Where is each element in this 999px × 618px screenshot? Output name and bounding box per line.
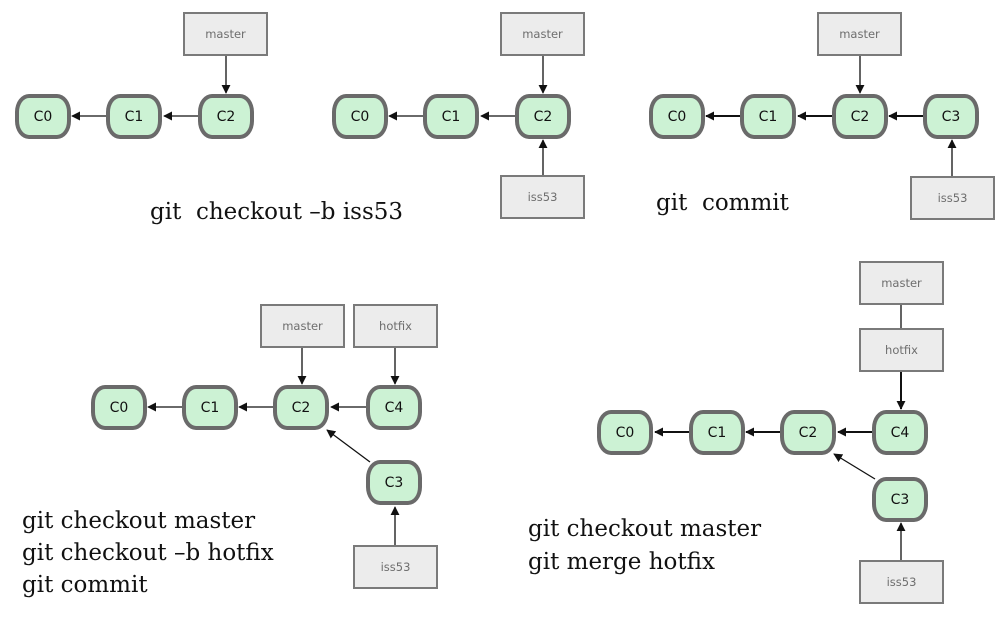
commit-node-c2: C2 xyxy=(515,94,571,139)
commit-node-c1: C1 xyxy=(423,94,479,139)
branch-ref-hotfix: hotfix xyxy=(859,328,944,372)
parent-arrow-c3-c2 xyxy=(833,453,876,480)
command-caption-line-1: git checkout master xyxy=(528,516,762,542)
command-caption-line-1: git checkout master xyxy=(22,508,256,534)
commit-node-c1: C1 xyxy=(106,94,162,139)
branch-ref-master: master xyxy=(183,12,268,56)
branch-ref-master: master xyxy=(260,304,345,348)
commit-node-c3: C3 xyxy=(872,477,928,522)
command-caption: git commit xyxy=(656,190,789,216)
commit-node-c0: C0 xyxy=(597,410,653,455)
branch-ref-master: master xyxy=(500,12,585,56)
commit-node-c0: C0 xyxy=(649,94,705,139)
branch-ref-iss53: iss53 xyxy=(859,560,944,604)
parent-arrow-c3-c2 xyxy=(326,429,371,463)
commit-node-c2: C2 xyxy=(273,385,329,430)
commit-node-c0: C0 xyxy=(91,385,147,430)
command-caption-line-2: git merge hotfix xyxy=(528,549,715,575)
commit-node-c1: C1 xyxy=(182,385,238,430)
commit-node-c3: C3 xyxy=(923,94,979,139)
branch-ref-hotfix: hotfix xyxy=(353,304,438,348)
command-caption-line-3: git commit xyxy=(22,572,148,598)
branch-ref-master: master xyxy=(817,12,902,56)
commit-node-c2: C2 xyxy=(780,410,836,455)
commit-node-c4: C4 xyxy=(872,410,928,455)
command-caption-line-2: git checkout –b hotfix xyxy=(22,540,274,566)
commit-node-c2: C2 xyxy=(198,94,254,139)
commit-node-c2: C2 xyxy=(832,94,888,139)
commit-node-c1: C1 xyxy=(689,410,745,455)
branch-ref-iss53: iss53 xyxy=(910,176,995,220)
branch-ref-master: master xyxy=(859,261,944,305)
commit-node-c3: C3 xyxy=(366,460,422,505)
commit-node-c1: C1 xyxy=(740,94,796,139)
commit-node-c0: C0 xyxy=(332,94,388,139)
commit-node-c4: C4 xyxy=(366,385,422,430)
branch-ref-iss53: iss53 xyxy=(353,545,438,589)
command-caption: git checkout –b iss53 xyxy=(150,199,404,225)
branch-ref-iss53: iss53 xyxy=(500,175,585,219)
commit-node-c0: C0 xyxy=(15,94,71,139)
